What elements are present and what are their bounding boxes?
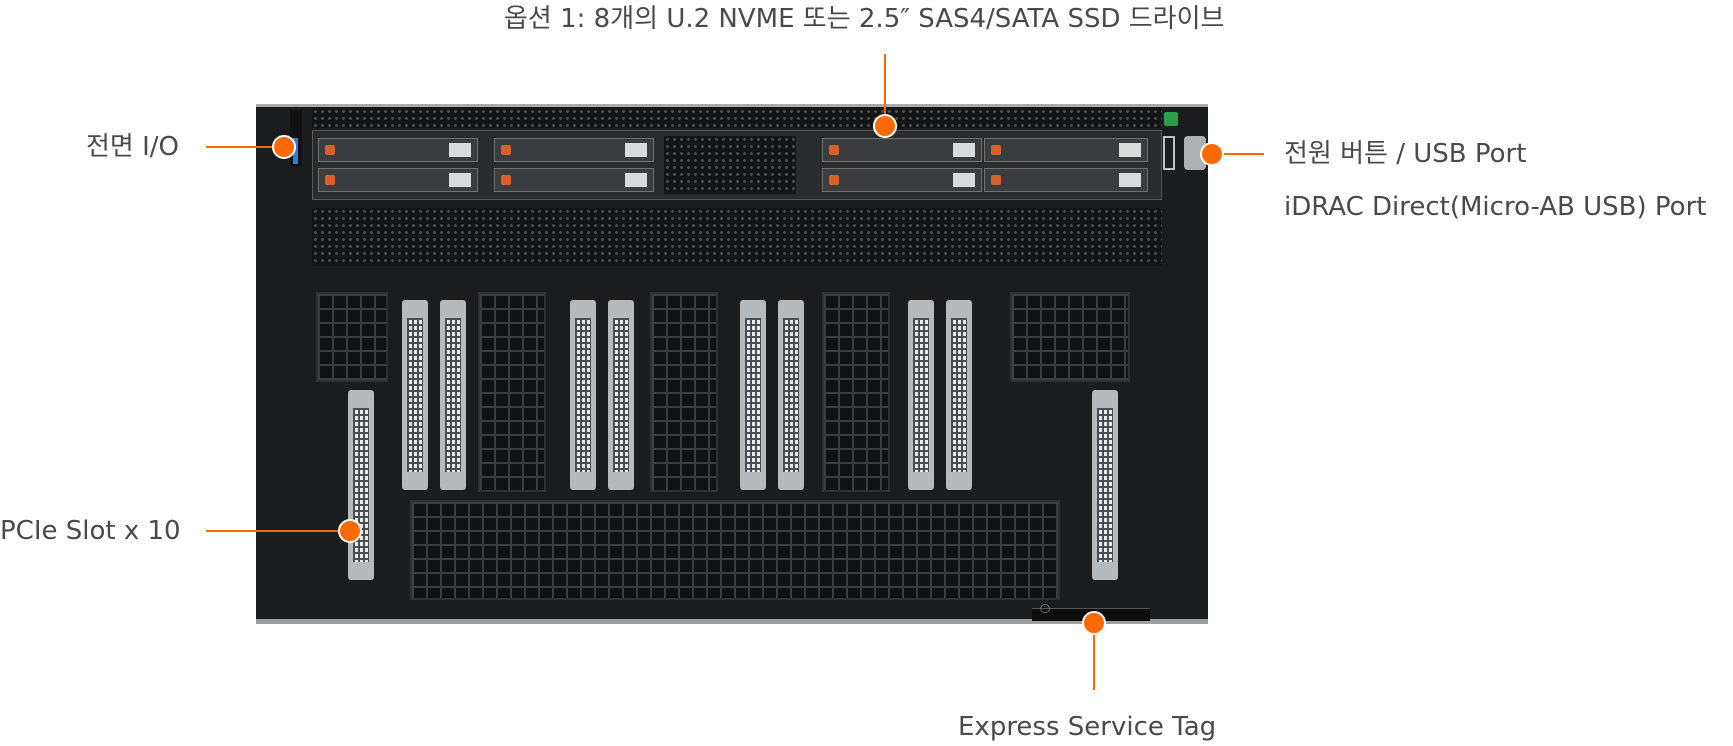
drive-release-icon [501,145,511,155]
pcie-callout-line [206,530,348,532]
power-usb-label: 전원 버튼 / USB Port [1284,139,1527,169]
top-callout-dot [873,114,897,138]
pcie-cage-mid-1 [478,292,546,492]
drive-slot-5[interactable] [822,138,982,162]
drive-release-icon [829,175,839,185]
pcie-cage-mid-2 [650,292,718,492]
power-button-icon[interactable] [1164,112,1178,126]
drive-release-icon [325,175,335,185]
capacity-label-icon [625,173,647,187]
power-callout-line [1214,153,1264,155]
top-drive-label: 옵션 1: 8개의 U.2 NVME 또는 2.5″ SAS4/SATA SSD… [504,4,1225,34]
drive-slot-6[interactable] [822,168,982,192]
drive-release-icon [991,145,1001,155]
idrac-direct-port-icon[interactable] [1184,136,1206,170]
pcie-slot-4[interactable] [570,300,596,490]
pcie-cage-left [316,292,388,382]
pcie-slot-7[interactable] [778,300,804,490]
fan-grid-bottom [410,500,1060,600]
capacity-label-icon [1119,143,1141,157]
power-callout-dot [1200,142,1224,166]
drive-slot-1[interactable] [318,138,478,162]
top-callout-line [884,54,886,126]
pcie-cage-mid-3 [822,292,890,492]
pcie-slot-10[interactable] [1092,390,1118,580]
drive-release-icon [501,175,511,185]
pcie-slot-2[interactable] [402,300,428,490]
pcie-callout-dot [338,519,362,543]
capacity-label-icon [1119,173,1141,187]
usb-port-icon[interactable] [1163,136,1175,170]
pcie-slot-9[interactable] [946,300,972,490]
pcie-slot-1[interactable] [348,390,374,580]
capacity-label-icon [953,173,975,187]
pcie-slot-3[interactable] [440,300,466,490]
drive-slot-7[interactable] [984,138,1148,162]
capacity-label-icon [625,143,647,157]
drive-bay-blank [664,136,796,194]
service-tag-label: Express Service Tag [958,712,1217,742]
pcie-slot-6[interactable] [740,300,766,490]
front-io-label: 전면 I/O [86,132,179,162]
drive-release-icon [829,145,839,155]
drive-slot-4[interactable] [494,168,654,192]
service-tag-callout-dot [1082,611,1106,635]
status-led-icon [293,138,298,164]
drive-release-icon [325,145,335,155]
front-io-callout-dot [272,135,296,159]
pcie-cage-right [1010,292,1130,382]
capacity-label-icon [449,173,471,187]
top-vent-grille [312,108,1162,128]
drive-release-icon [991,175,1001,185]
capacity-label-icon [953,143,975,157]
brand-logo-icon: ◯ [1040,604,1051,614]
front-io-callout-line [206,146,286,148]
pcie-label: PCIe Slot x 10 [0,516,181,546]
drive-slot-2[interactable] [318,168,478,192]
pcie-slot-5[interactable] [608,300,634,490]
middle-vent-grille [312,208,1162,266]
service-tag-callout-line [1093,620,1095,690]
idrac-label: iDRAC Direct(Micro-AB USB) Port [1284,192,1707,222]
pcie-slot-8[interactable] [908,300,934,490]
drive-slot-3[interactable] [494,138,654,162]
capacity-label-icon [449,143,471,157]
drive-slot-8[interactable] [984,168,1148,192]
